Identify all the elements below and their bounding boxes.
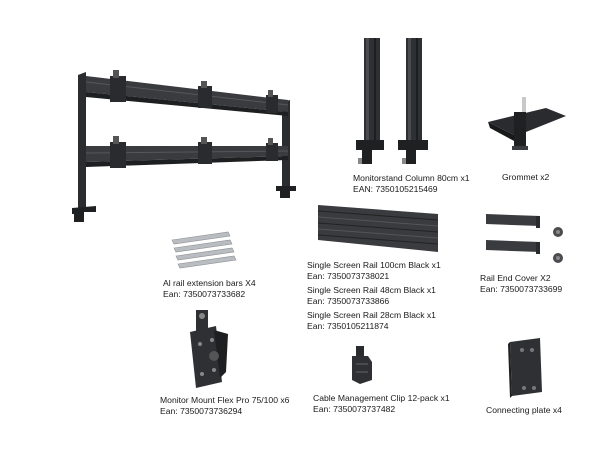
monitorstand-column-label: Monitorstand Column 80cm x1 EAN: 7350105… (353, 173, 470, 195)
extension-bars-icon (171, 231, 237, 269)
rail-100-name: Single Screen Rail 100cm Black x1 (307, 260, 441, 270)
cable-clip-icon (352, 346, 372, 384)
rail-100-code: Ean: 7350073738021 (307, 271, 390, 281)
rail-end-cover-code: Ean: 7350073733699 (480, 284, 563, 294)
rail-end-cover-icon (486, 214, 563, 263)
grommet-label: Grommet x2 (502, 172, 549, 183)
monitor-mount-code: Ean: 7350073736294 (160, 406, 243, 416)
rail-end-cover-name: Rail End Cover X2 (480, 273, 551, 283)
monitor-mount-icon (190, 310, 228, 388)
monitor-mount-label: Monitor Mount Flex Pro 75/100 x6 Ean: 73… (160, 395, 289, 417)
monitorstand-column-icon (356, 38, 428, 164)
cable-clip-label: Cable Management Clip 12-pack x1 Ean: 73… (313, 393, 450, 415)
al-rail-extension-name: Al rail extension bars X4 (163, 278, 256, 288)
rail-28-label: Single Screen Rail 28cm Black x1 Ean: 73… (307, 310, 436, 332)
connecting-plate-label: Connecting plate x4 (486, 405, 562, 416)
rail-28-code: Ean: 7350105211874 (307, 321, 389, 331)
rail-end-cover-label: Rail End Cover X2 Ean: 7350073733699 (480, 273, 562, 295)
rail-48-label: Single Screen Rail 48cm Black x1 Ean: 73… (307, 285, 436, 307)
grommet-icon (488, 97, 566, 150)
monitorstand-column-name: Monitorstand Column 80cm x1 (353, 173, 470, 183)
monitor-mount-name: Monitor Mount Flex Pro 75/100 x6 (160, 395, 290, 405)
assembled-stand-icon (72, 70, 296, 222)
connecting-plate-icon (508, 338, 542, 398)
monitorstand-column-code: EAN: 7350105215469 (353, 184, 438, 194)
rail-100-label: Single Screen Rail 100cm Black x1 Ean: 7… (307, 260, 441, 282)
grommet-name: Grommet x2 (502, 172, 550, 182)
screen-rail-icon (317, 205, 439, 252)
al-rail-extension-code: Ean: 7350073733682 (163, 289, 246, 299)
rail-28-name: Single Screen Rail 28cm Black x1 (307, 310, 436, 320)
rail-48-name: Single Screen Rail 48cm Black x1 (307, 285, 436, 295)
cable-clip-code: Ean: 7350073737482 (313, 404, 396, 414)
cable-clip-name: Cable Management Clip 12-pack x1 (313, 393, 450, 403)
rail-48-code: Ean: 7350073733866 (307, 296, 390, 306)
connecting-plate-name: Connecting plate x4 (486, 405, 562, 415)
al-rail-extension-label: Al rail extension bars X4 Ean: 735007373… (163, 278, 256, 300)
